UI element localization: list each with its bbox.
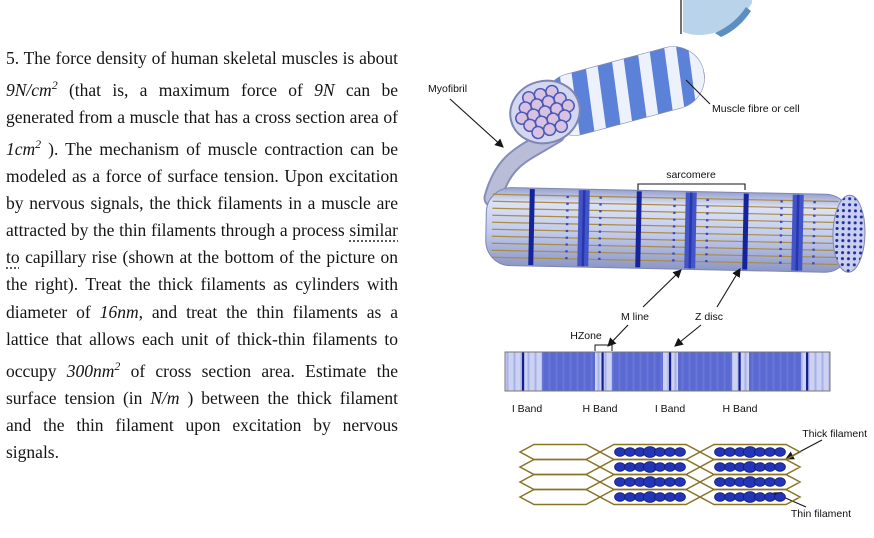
myofibril-arrow — [449, 98, 504, 148]
filament-lattice-diagram — [519, 443, 801, 506]
cropped-figure-fragment — [680, 0, 752, 37]
label-z-disc: Z disc — [695, 311, 723, 323]
label-muscle-fibre: Muscle fibre or cell — [712, 103, 800, 115]
thin-filament-lines — [491, 193, 839, 266]
label-i-band-2: I Band — [655, 403, 686, 415]
label-thin-filament: Thin filament — [791, 508, 851, 520]
sarcomere-bracket — [637, 183, 746, 190]
cylinder-end-cap — [832, 194, 866, 273]
label-sarcomere: sarcomere — [666, 169, 716, 181]
myofibril-cylinder — [485, 187, 866, 273]
sarcomere-band-diagram — [504, 351, 831, 392]
callout-arrows — [449, 79, 823, 508]
label-m-line: M line — [621, 311, 649, 323]
label-myofibril: Myofibril — [428, 83, 467, 95]
label-thick-filament: Thick filament — [802, 428, 867, 440]
muscle-fibre-leader-line — [685, 79, 711, 105]
z-discs — [528, 189, 749, 270]
label-h-band-2: H Band — [722, 403, 757, 415]
problem-text: 5. The force density of human skeletal m… — [6, 48, 399, 462]
label-h-band-1: H Band — [582, 403, 617, 415]
muscle-anatomy-diagram: sarcomere Myofibril Muscle fibre or cell… — [428, 0, 867, 520]
label-i-band-1: I Band — [512, 403, 543, 415]
z-disc-arrow-up — [716, 268, 741, 308]
hzone-bracket — [594, 344, 613, 351]
z-disc-arrow-down — [674, 324, 702, 347]
myofibril-bundle-end — [509, 79, 581, 145]
label-hzone: HZone — [570, 330, 602, 342]
m-line-arrow-up — [642, 269, 682, 308]
m-line-arrow-down — [607, 324, 629, 347]
